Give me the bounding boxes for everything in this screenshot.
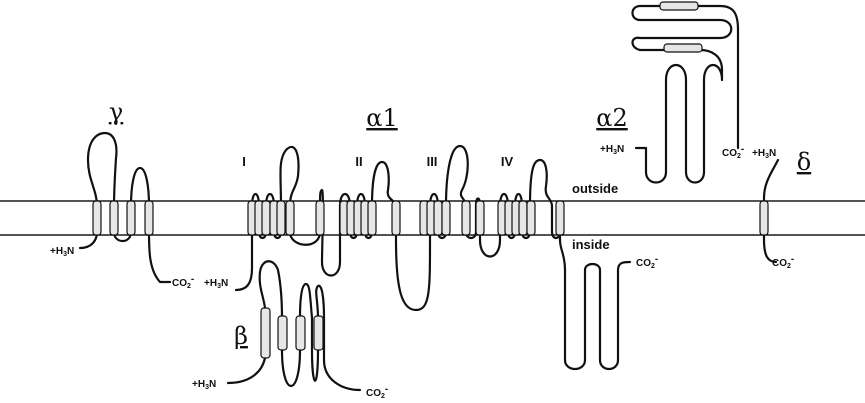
domain-I-label: I bbox=[242, 154, 246, 169]
gamma-chain bbox=[78, 131, 172, 284]
alpha1-label: α1 bbox=[366, 104, 397, 132]
gamma-helices bbox=[92, 200, 154, 236]
domain-IV-helix-4 bbox=[518, 200, 528, 236]
termini-labels: +H3N CO2- +H3N CO2- +H3N CO2- +H3N CO2- … bbox=[50, 144, 794, 400]
domain-III-helix-5 bbox=[461, 200, 471, 236]
alpha2-chain bbox=[631, 4, 740, 184]
domain-labels: I II III IV bbox=[242, 154, 513, 169]
delta-n-terminus: +H3N bbox=[752, 148, 776, 160]
alpha1-helices bbox=[247, 200, 565, 236]
delta-label: δ bbox=[797, 148, 811, 176]
delta-c-terminus: CO2- bbox=[772, 254, 794, 270]
gamma-label: γ bbox=[109, 98, 123, 126]
alpha2-subunit bbox=[631, 1, 740, 184]
alpha2-helix-1 bbox=[659, 1, 699, 11]
subunit-labels: γ α1 α2 β δ bbox=[109, 98, 811, 350]
domain-IV-helix-5 bbox=[526, 200, 536, 236]
domain-IV-label: IV bbox=[501, 154, 514, 169]
gamma-helix-3 bbox=[126, 200, 136, 236]
beta-subunit bbox=[226, 260, 362, 392]
domain-III-helix-4 bbox=[441, 200, 451, 236]
beta-n-terminus: +H3N bbox=[192, 379, 216, 391]
outside-label: outside bbox=[572, 181, 618, 196]
alpha1-subunit bbox=[234, 144, 632, 371]
gamma-subunit bbox=[78, 131, 172, 284]
linker-helix-1 bbox=[315, 200, 325, 236]
gamma-n-terminus: +H3N bbox=[50, 246, 74, 258]
domain-II-helix-6 bbox=[391, 200, 401, 236]
beta-chain bbox=[226, 260, 362, 392]
beta-helix-4 bbox=[313, 315, 324, 351]
alpha1-c-terminus: CO2- bbox=[636, 254, 658, 270]
domain-II-helix-5 bbox=[367, 200, 377, 236]
beta-c-terminus: CO2- bbox=[366, 384, 388, 400]
beta-helix-1 bbox=[260, 307, 271, 359]
alpha1-n-terminus: +H3N bbox=[204, 278, 228, 290]
delta-subunit bbox=[759, 158, 780, 264]
domain-IV-helix-6 bbox=[555, 200, 565, 236]
beta-helices bbox=[260, 307, 324, 359]
alpha2-helices bbox=[659, 1, 703, 53]
domain-II-label: II bbox=[355, 154, 362, 169]
domain-I-helix-5 bbox=[276, 200, 286, 236]
gamma-helix-4 bbox=[144, 200, 154, 236]
domain-III-helix-6 bbox=[475, 200, 485, 236]
domain-III-label: III bbox=[427, 154, 438, 169]
gamma-helix-2 bbox=[109, 200, 119, 236]
alpha2-helix-2 bbox=[663, 43, 703, 53]
alpha2-c-terminus: CO2- bbox=[722, 144, 744, 160]
alpha2-n-terminus: +H3N bbox=[600, 144, 624, 156]
gamma-helix-1 bbox=[92, 200, 102, 236]
domain-III-helix-3 bbox=[433, 200, 443, 236]
gamma-c-terminus: CO2- bbox=[172, 274, 194, 290]
alpha2-label: α2 bbox=[596, 104, 627, 132]
domain-I-helix-3 bbox=[261, 200, 271, 236]
beta-helix-2 bbox=[277, 315, 288, 351]
beta-label: β bbox=[234, 322, 248, 350]
delta-helix bbox=[759, 200, 769, 236]
beta-helix-3 bbox=[295, 315, 306, 351]
inside-label: inside bbox=[572, 237, 610, 252]
alpha1-chain bbox=[234, 144, 632, 371]
domain-I-helix-6 bbox=[285, 200, 295, 236]
